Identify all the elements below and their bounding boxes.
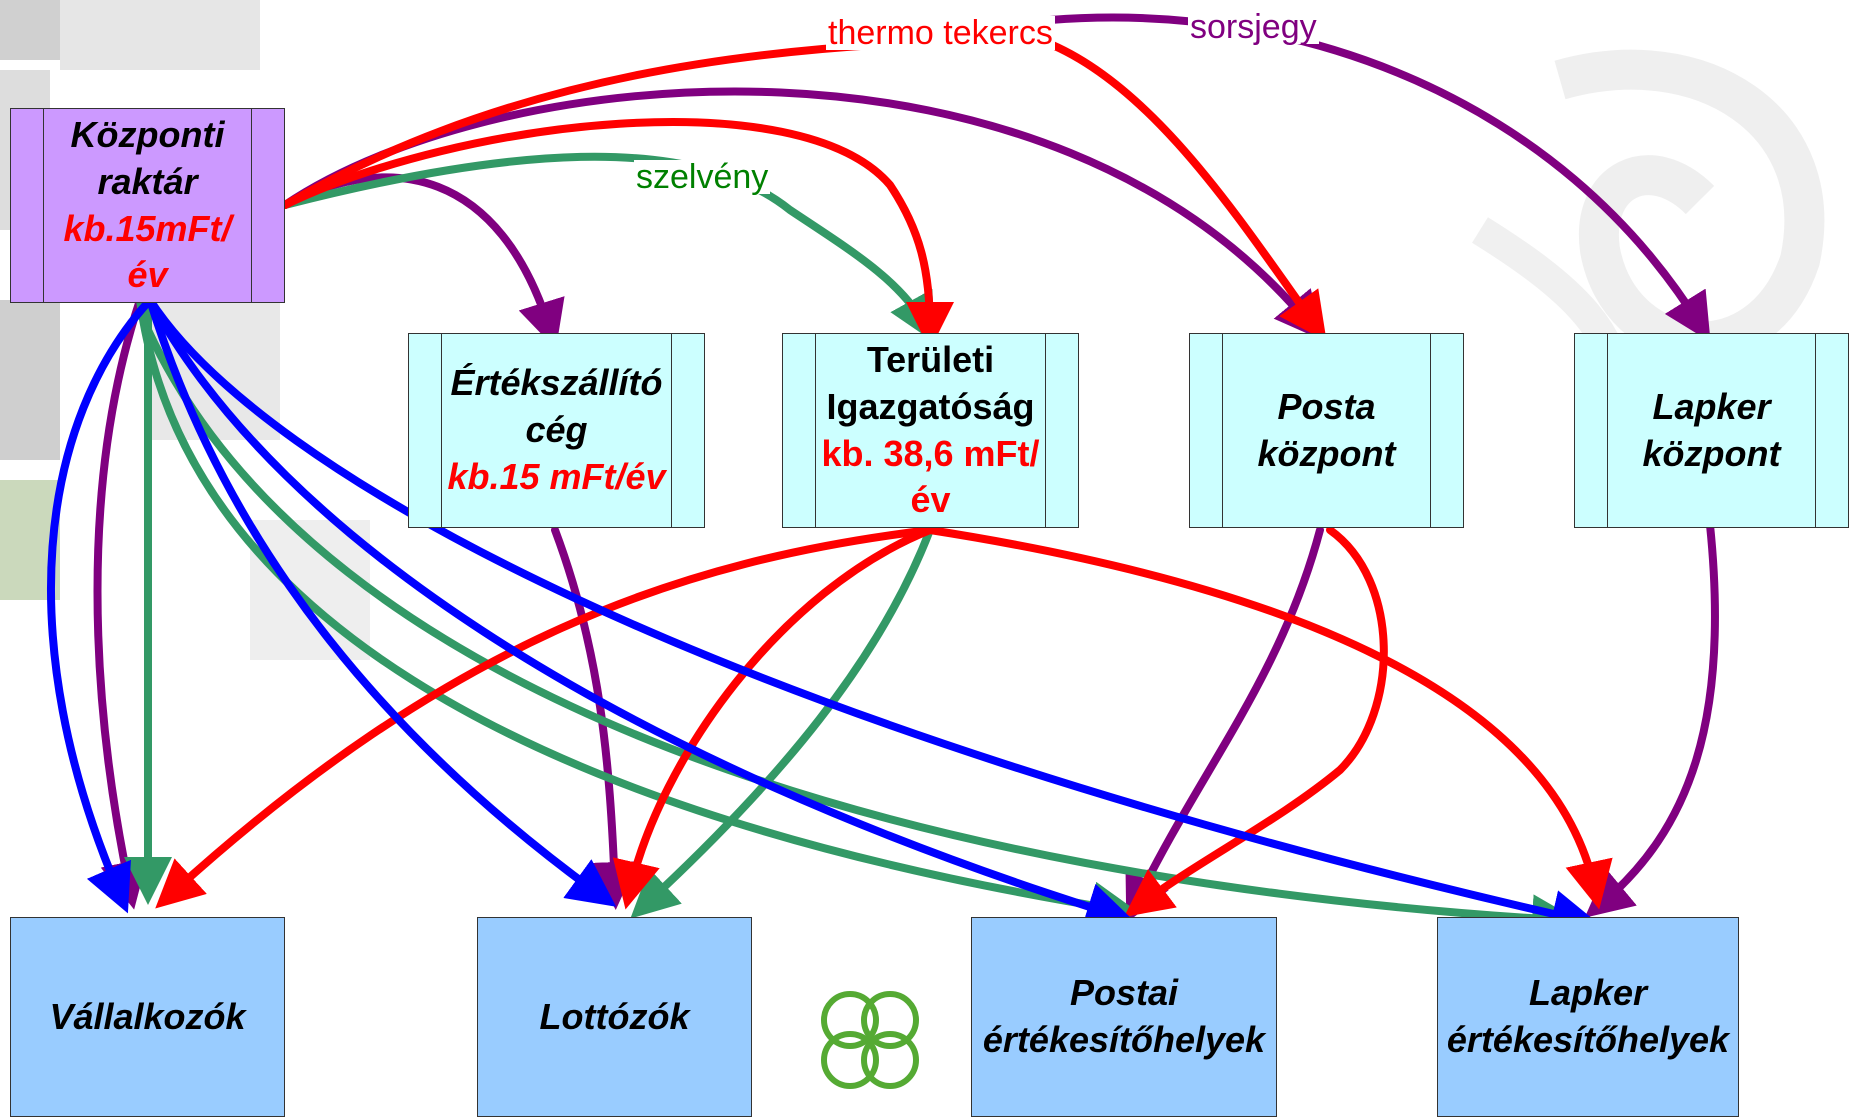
box-lapker-ert-line1: Lapker [1528, 972, 1648, 1014]
label-szelveny: szelvény [634, 158, 771, 196]
arrow-central-to-teruleti-green [281, 152, 935, 343]
box-ertekszallito-line1: Értékszállító [450, 362, 663, 404]
box-teruleti-igazgatosag: Területi Igazgatóság kb. 38,6 mFt/ év [782, 333, 1079, 528]
box-lottozok: Lottózók [477, 917, 752, 1117]
box-vallalkozok: Vállalkozók [10, 917, 285, 1117]
box-teruleti-line2: Igazgatóság [826, 385, 1035, 427]
arrow-central-to-lapker-ert-green [144, 326, 1580, 943]
arrow-central-to-posta-red [281, 35, 1327, 342]
box-vallalkozok-line1: Vállalkozók [49, 995, 246, 1037]
box-lapker-kozpont: Lapker központ [1574, 333, 1849, 528]
box-kozponti-cost2: év [127, 254, 168, 296]
arrow-central-to-vallalkozok-purple [93, 296, 148, 910]
arrow-central-to-ertekszallito [281, 173, 565, 350]
box-postai-line1: Postai [1069, 972, 1179, 1014]
arrow-teruleti-to-lottozok-red [612, 526, 934, 910]
box-kozponti-line1: Központi [70, 113, 225, 155]
box-kozponti-raktar: Központi raktár kb.15mFt/ év [10, 108, 285, 303]
box-lapker-line2: központ [1642, 432, 1781, 474]
arrow-central-to-teruleti-red [281, 118, 954, 350]
arrow-central-to-lapker [1046, 13, 1711, 342]
box-ertekszallito: Értékszállító cég kb.15 mFt/év [408, 333, 705, 528]
arrow-posta-to-postai-purple [1125, 526, 1324, 924]
arrow-lapker-to-lapker-ert [1584, 521, 1719, 918]
box-postai-ertekesitohelyek: Postai értékesítőhelyek [971, 917, 1277, 1117]
box-kozponti-cost1: kb.15mFt/ [63, 207, 232, 249]
arrow-ertekszallito-to-lottozok [551, 526, 638, 910]
box-teruleti-line1: Területi [866, 338, 995, 380]
box-kozponti-line2: raktár [97, 160, 198, 202]
arrow-teruleti-to-lapker-ert-red [926, 526, 1613, 910]
box-posta-kozpont: Posta központ [1189, 333, 1464, 528]
arrow-posta-to-postai-red [1123, 526, 1388, 917]
arrow-central-to-postai-blue [146, 296, 1135, 930]
box-ertekszallito-line2: cég [525, 409, 588, 451]
arrow-teruleti-to-lottozok-green [630, 526, 934, 919]
box-lapker-ertekesitohelyek: Lapker értékesítőhelyek [1437, 917, 1739, 1117]
box-ertekszallito-cost: kb.15 mFt/év [447, 455, 666, 497]
arrow-central-to-lottozok-blue [146, 296, 617, 907]
clover-logo [821, 991, 919, 1089]
box-posta-line2: központ [1257, 432, 1396, 474]
box-postai-line2: értékesítőhelyek [982, 1019, 1266, 1060]
arrow-central-to-posta-purple [281, 87, 1323, 341]
box-lapker-line1: Lapker [1652, 385, 1771, 427]
label-sorsjegy: sorsjegy [1188, 8, 1319, 46]
box-lottozok-line1: Lottózók [539, 995, 690, 1037]
box-posta-line1: Posta [1277, 385, 1376, 427]
label-thermo: thermo tekercs [826, 14, 1055, 52]
arrow-teruleti-to-vallalkozok [155, 526, 934, 909]
box-teruleti-cost2: év [910, 479, 951, 521]
arrow-central-to-vallalkozok-blue [47, 296, 154, 914]
box-lapker-ert-line2: értékesítőhelyek [1446, 1019, 1730, 1060]
box-teruleti-cost1: kb. 38,6 mFt/ [821, 432, 1040, 474]
arrow-central-to-lapker-ert-blue [146, 296, 1600, 938]
arrow-central-to-postai-green [136, 296, 1140, 930]
